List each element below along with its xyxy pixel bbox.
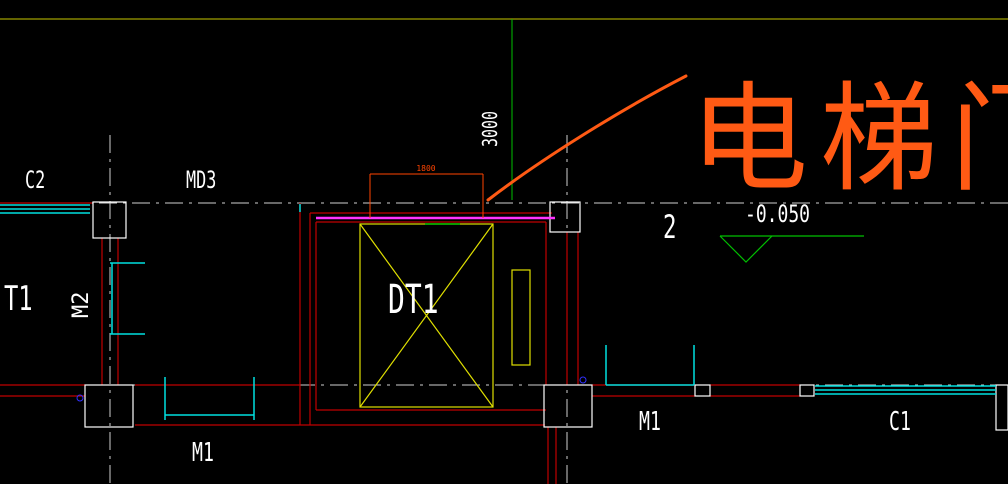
column	[995, 384, 1008, 431]
label-3000: 3000	[480, 111, 503, 147]
marker-dot	[76, 394, 84, 402]
window-door-group	[0, 204, 996, 420]
column	[84, 384, 134, 428]
dimension-1800	[369, 173, 484, 218]
column	[92, 201, 127, 239]
column	[799, 384, 815, 397]
elevator-car	[359, 223, 531, 408]
label-dt1: DT1	[388, 277, 439, 323]
dimension-1800-label: 1800	[416, 164, 435, 173]
label-c2: C2	[25, 166, 45, 194]
column	[694, 384, 711, 397]
column-group	[84, 201, 1008, 431]
label-m2: M2	[69, 292, 94, 319]
label-t1: T1	[4, 279, 33, 318]
elevator-counterweight	[511, 269, 531, 366]
label-m1-right: M1	[639, 407, 661, 437]
marker-dot	[579, 376, 587, 384]
column	[543, 384, 593, 428]
level-triangle	[719, 235, 773, 263]
wall-group	[0, 202, 800, 484]
label-c1: C1	[889, 407, 911, 437]
label-md3: MD3	[186, 166, 216, 194]
label-elevation: -0.050	[745, 201, 810, 229]
label-m1-left: M1	[192, 438, 214, 468]
handwritten-arrow	[486, 74, 688, 202]
handwritten-annotation: 电梯门	[690, 70, 1008, 208]
label-floor-2: 2	[663, 208, 676, 246]
